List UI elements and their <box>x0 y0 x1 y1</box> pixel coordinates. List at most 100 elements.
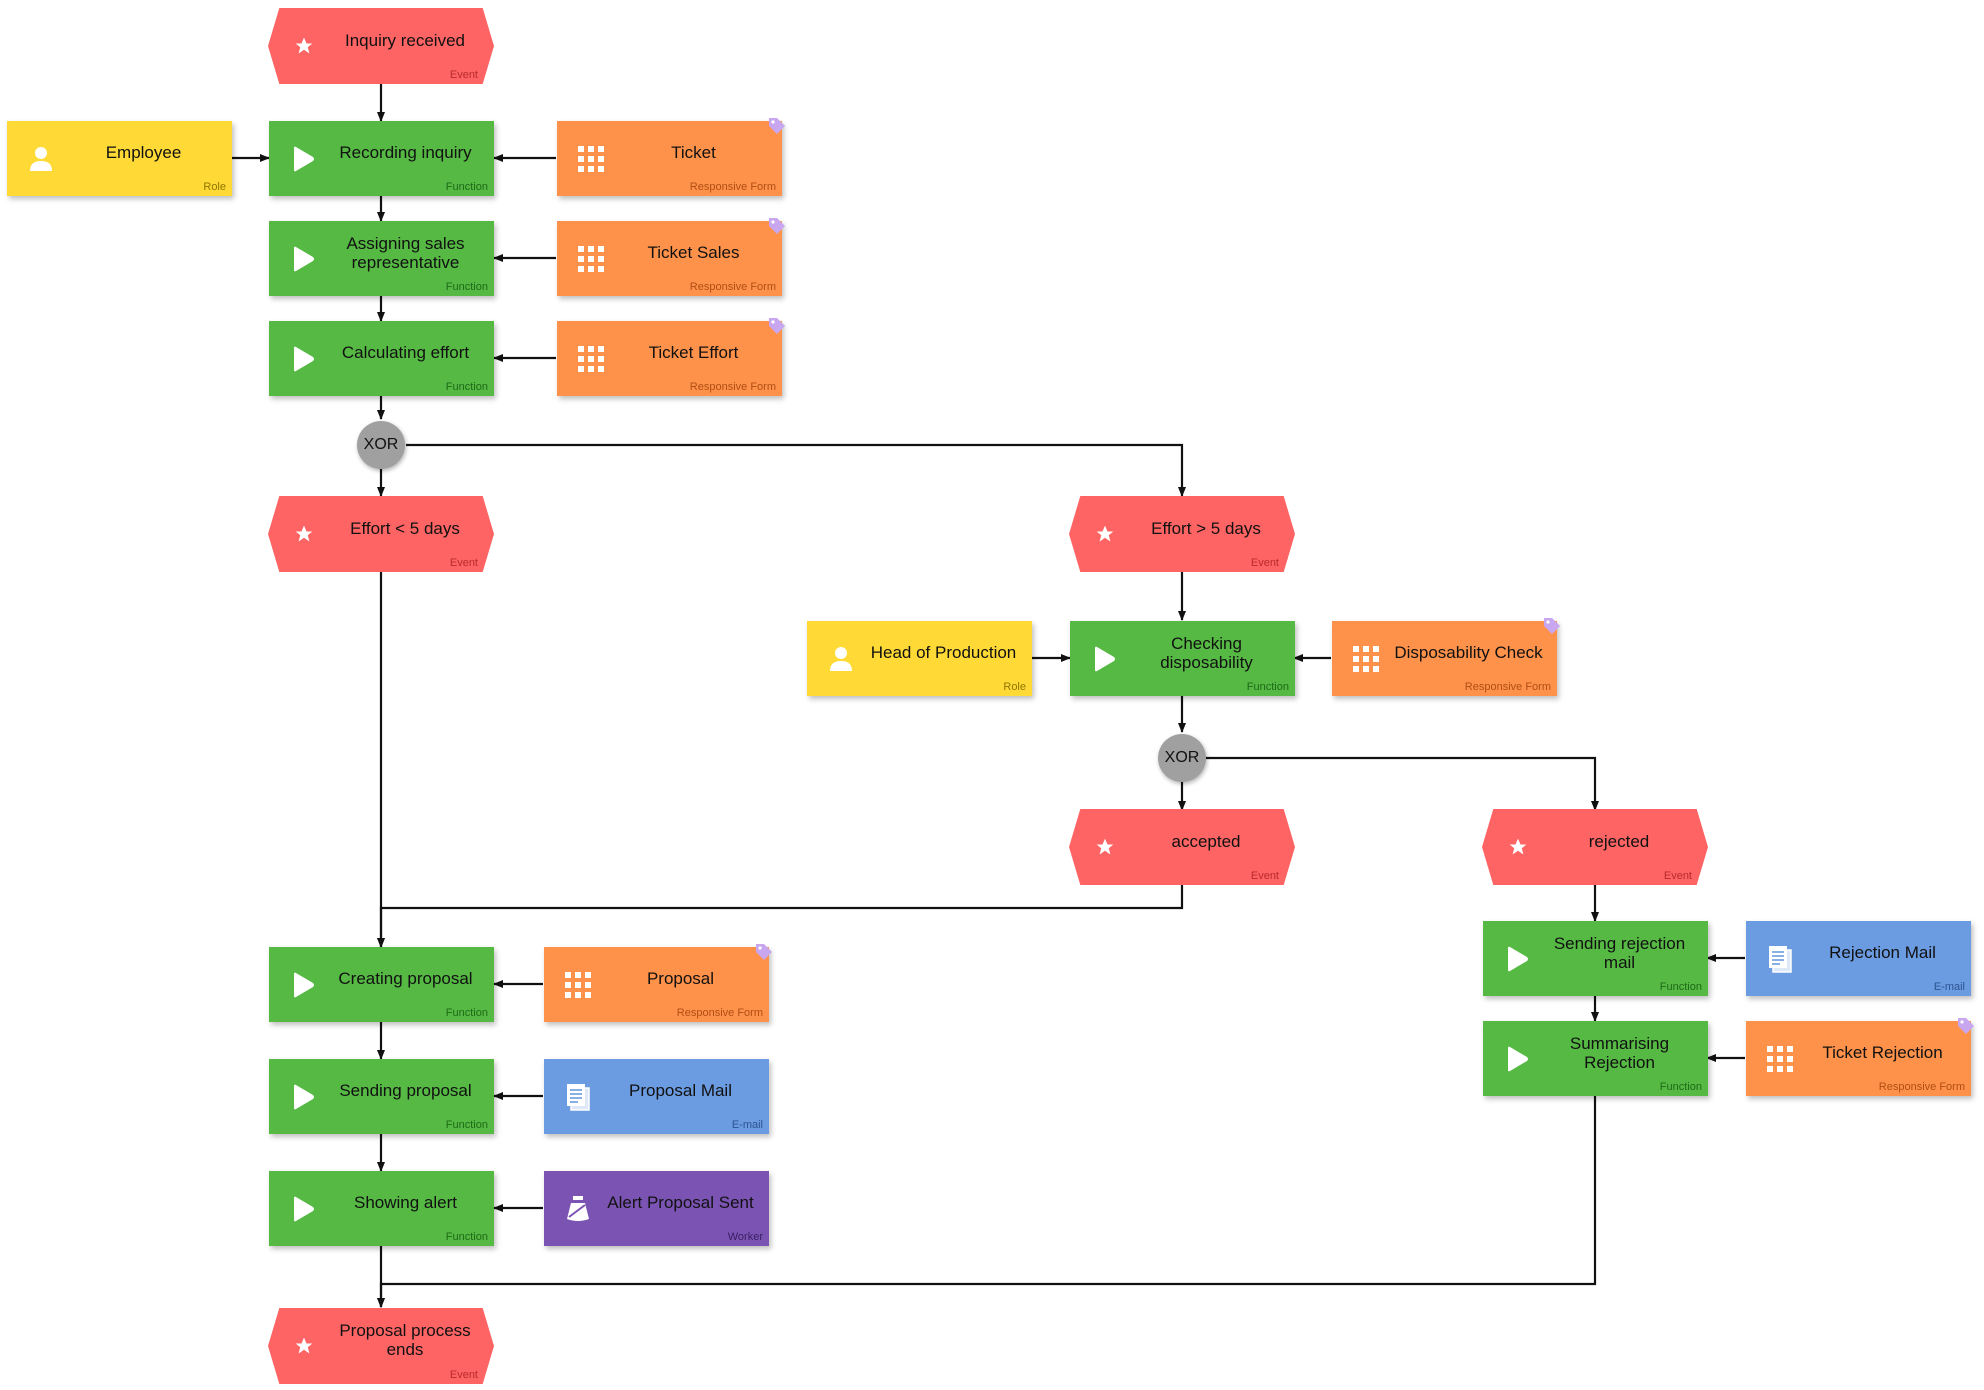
event-label: Effort < 5 days <box>350 518 460 538</box>
function-label: Summarising Rejection <box>1569 1033 1670 1072</box>
function-type: Function <box>445 1119 488 1131</box>
form-proposal[interactable]: Proposal Responsive Form <box>544 944 772 1022</box>
form-disposability-check[interactable]: Disposability Check Responsive Form <box>1332 618 1560 696</box>
gateway-label: XOR <box>363 436 399 453</box>
play-icon <box>287 969 319 1001</box>
worker-icon <box>562 1193 594 1225</box>
event-effort-lt5[interactable]: Effort < 5 days Event <box>268 496 494 572</box>
function-sending-rejection-mail[interactable]: Sending rejection mail Function <box>1483 921 1708 996</box>
function-label: Assigning sales representative <box>346 233 465 272</box>
function-assigning-sales[interactable]: Assigning sales representative Function <box>269 221 494 296</box>
play-icon <box>287 343 319 375</box>
event-type: Event <box>1250 557 1279 569</box>
grid-icon <box>575 343 607 375</box>
function-type: Function <box>1659 981 1702 993</box>
form-type: Responsive Form <box>689 381 776 393</box>
function-type: Function <box>445 1231 488 1243</box>
function-type: Function <box>1246 681 1289 693</box>
form-type: Responsive Form <box>1878 1081 1965 1093</box>
play-icon <box>287 1081 319 1113</box>
form-label: Ticket Effort <box>648 343 739 362</box>
edge-summarising-to-end <box>377 1096 1597 1308</box>
star-icon <box>288 30 320 62</box>
function-label: Creating proposal <box>338 969 473 988</box>
event-effort-gt5[interactable]: Effort > 5 days Event <box>1069 496 1295 572</box>
tag-icon <box>769 318 785 334</box>
event-label: Inquiry received <box>344 30 465 50</box>
function-summarising-rejection[interactable]: Summarising Rejection Function <box>1483 1021 1708 1096</box>
edge-accepted-to-creating <box>377 884 1184 948</box>
worker-alert-proposal-sent[interactable]: Alert Proposal Sent Worker <box>544 1171 769 1246</box>
mail-label: Rejection Mail <box>1829 943 1936 962</box>
grid-icon <box>1350 643 1382 675</box>
mail-rejection-mail[interactable]: Rejection Mail E-mail <box>1746 921 1971 996</box>
function-type: Function <box>445 1007 488 1019</box>
play-icon <box>287 243 319 275</box>
event-process-ends[interactable]: Proposal process ends Event <box>268 1308 494 1384</box>
mail-type: E-mail <box>731 1119 763 1131</box>
function-type: Function <box>445 181 488 193</box>
play-icon <box>1501 943 1533 975</box>
tag-icon <box>756 944 772 960</box>
role-employee[interactable]: Employee Role <box>7 121 232 196</box>
role-head-of-production[interactable]: Head of Production Role <box>807 621 1032 696</box>
event-type: Event <box>1663 870 1692 882</box>
event-accepted[interactable]: accepted Event <box>1069 809 1295 885</box>
form-label: Disposability Check <box>1394 643 1543 662</box>
star-icon <box>1089 518 1121 550</box>
mail-type: E-mail <box>1933 981 1965 993</box>
event-label: Proposal process ends <box>339 1321 471 1359</box>
play-icon <box>287 1193 319 1225</box>
form-ticket-sales[interactable]: Ticket Sales Responsive Form <box>557 218 785 296</box>
function-label: Calculating effort <box>341 343 470 362</box>
play-icon <box>1088 643 1120 675</box>
function-type: Function <box>445 381 488 393</box>
edge-xor2-to-rejected <box>1206 756 1599 811</box>
worker-type: Worker <box>727 1231 763 1243</box>
grid-icon <box>562 969 594 1001</box>
function-sending-proposal[interactable]: Sending proposal Function <box>269 1059 494 1134</box>
star-icon <box>1502 831 1534 863</box>
role-type: Role <box>1003 681 1026 693</box>
function-type: Function <box>1659 1081 1702 1093</box>
role-type: Role <box>203 181 226 193</box>
form-type: Responsive Form <box>1464 681 1551 693</box>
function-label: Checking disposability <box>1160 633 1253 672</box>
function-checking-disposability[interactable]: Checking disposability Function <box>1070 621 1295 696</box>
gateway-label: XOR <box>1164 749 1200 766</box>
star-icon <box>288 1330 320 1362</box>
star-icon <box>1089 831 1121 863</box>
form-type: Responsive Form <box>676 1007 763 1019</box>
function-label: Sending rejection mail <box>1553 933 1686 972</box>
form-ticket[interactable]: Ticket Responsive Form <box>557 118 785 196</box>
tag-icon <box>1544 618 1560 634</box>
event-type: Event <box>1250 870 1279 882</box>
function-recording-inquiry[interactable]: Recording inquiry Function <box>269 121 494 196</box>
function-calculating-effort[interactable]: Calculating effort Function <box>269 321 494 396</box>
play-icon <box>287 143 319 175</box>
event-rejected[interactable]: rejected Event <box>1482 809 1708 885</box>
role-label: Head of Production <box>870 643 1017 662</box>
mail-proposal-mail[interactable]: Proposal Mail E-mail <box>544 1059 769 1134</box>
event-label: rejected <box>1588 831 1650 851</box>
form-ticket-rejection[interactable]: Ticket Rejection Responsive Form <box>1746 1018 1974 1096</box>
form-label: Ticket Sales <box>647 243 740 262</box>
event-inquiry-received[interactable]: Inquiry received Event <box>268 8 494 84</box>
xor-gateway-2[interactable]: XOR <box>1158 734 1206 782</box>
person-icon <box>825 643 857 675</box>
function-label: Showing alert <box>353 1193 457 1212</box>
form-label: Proposal <box>646 969 715 988</box>
function-label: Recording inquiry <box>339 143 472 162</box>
function-creating-proposal[interactable]: Creating proposal Function <box>269 947 494 1022</box>
tag-icon <box>1958 1018 1974 1034</box>
xor-gateway-1[interactable]: XOR <box>357 421 405 469</box>
play-icon <box>1501 1043 1533 1075</box>
grid-icon <box>575 243 607 275</box>
form-ticket-effort[interactable]: Ticket Effort Responsive Form <box>557 318 785 396</box>
star-icon <box>288 518 320 550</box>
role-label: Employee <box>105 143 182 162</box>
function-showing-alert[interactable]: Showing alert Function <box>269 1171 494 1246</box>
form-type: Responsive Form <box>689 281 776 293</box>
event-type: Event <box>449 69 478 81</box>
